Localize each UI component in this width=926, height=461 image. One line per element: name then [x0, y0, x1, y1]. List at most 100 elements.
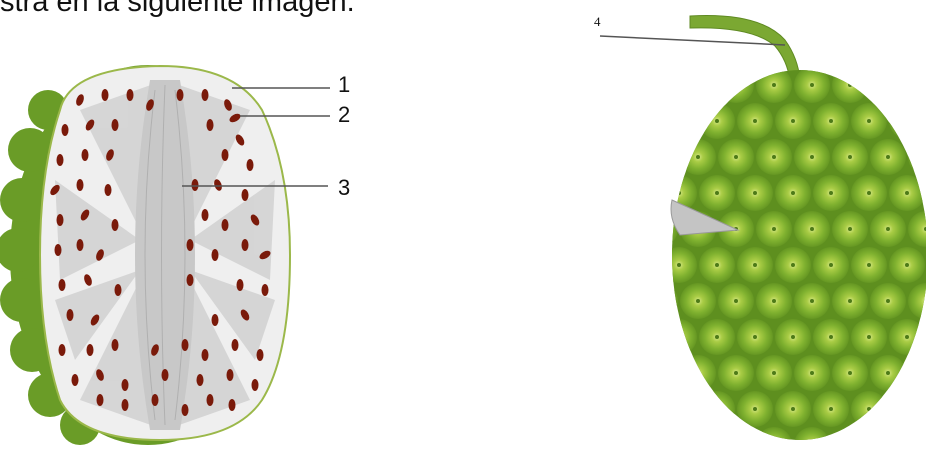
fruit-bump	[699, 391, 735, 427]
fruit-bump-center	[677, 407, 681, 411]
fruit-bump	[642, 355, 678, 391]
fruit-bump-center	[734, 299, 738, 303]
fruit-bump	[661, 103, 697, 139]
fruit-bump-center	[715, 407, 719, 411]
fruit-bump-center	[905, 407, 909, 411]
fruit-bump	[718, 67, 754, 103]
fruit-bump-center	[658, 443, 662, 447]
fruit-bump-center	[791, 407, 795, 411]
fruit-bump-center	[677, 263, 681, 267]
fruit-bump-center	[658, 227, 662, 231]
fruit-bump-center	[772, 443, 776, 447]
fruit-bump	[908, 67, 926, 103]
fruit-bump-center	[791, 119, 795, 123]
fruit-bump-center	[886, 443, 890, 447]
fruit-bump-center	[905, 191, 909, 195]
fruit-bump-center	[848, 299, 852, 303]
fruit-bump	[889, 391, 925, 427]
fruit-bump-center	[734, 155, 738, 159]
fruit-bump-center	[848, 443, 852, 447]
fruit-bump-center	[810, 299, 814, 303]
fruit-bump-center	[829, 407, 833, 411]
fruit-bump-center	[867, 191, 871, 195]
fruit-bump-center	[791, 191, 795, 195]
fruit-bump	[908, 355, 926, 391]
fruit-bump-center	[867, 335, 871, 339]
fruit-bump-center	[753, 407, 757, 411]
fruit-bump	[908, 427, 926, 461]
fruit-bump-center	[772, 371, 776, 375]
fruit-bump-center	[848, 83, 852, 87]
fruit-bump	[642, 67, 678, 103]
fruit-bump-center	[905, 335, 909, 339]
fruit-bump-center	[753, 191, 757, 195]
fruit-bump-center	[772, 83, 776, 87]
fruit-bump-center	[791, 335, 795, 339]
fruit-bump-center	[772, 227, 776, 231]
fruit-bump-center	[867, 407, 871, 411]
fruit-bump-center	[734, 443, 738, 447]
fruit-bump-center	[753, 263, 757, 267]
fruit-bump-center	[810, 443, 814, 447]
fruit-bump-center	[867, 119, 871, 123]
fruit-bump-center	[829, 119, 833, 123]
fruit-bump-center	[734, 83, 738, 87]
fruit-bump-center	[658, 83, 662, 87]
fruit-bump-center	[696, 83, 700, 87]
label-1: 1	[338, 72, 350, 98]
label-2: 2	[338, 102, 350, 128]
fruit-bump	[642, 427, 678, 461]
callout-line-4	[600, 36, 785, 45]
fruit-bump-center	[848, 371, 852, 375]
fruit-bump-center	[696, 443, 700, 447]
fruit-bump-center	[677, 191, 681, 195]
fruit-bump	[661, 391, 697, 427]
fruit-cross-section	[0, 65, 330, 445]
fruit-bump	[718, 427, 754, 461]
fruit-bump-center	[810, 227, 814, 231]
fruit-bump-center	[658, 371, 662, 375]
fruit-bump	[661, 319, 697, 355]
fruit-bump-center	[715, 191, 719, 195]
fruit-bump-center	[848, 227, 852, 231]
fruit-bump-center	[715, 263, 719, 267]
fruit-bump-center	[753, 335, 757, 339]
fruit-bump-center	[848, 155, 852, 159]
fruit-bump	[642, 283, 678, 319]
fruit-bump-center	[886, 227, 890, 231]
fruit-bump-center	[905, 263, 909, 267]
fruit-bump-center	[677, 335, 681, 339]
fruit-bump	[642, 139, 678, 175]
fruit-bump	[680, 67, 716, 103]
fruit-bump	[889, 103, 925, 139]
fruit-bump-center	[886, 83, 890, 87]
label-3: 3	[338, 175, 350, 201]
fruit-bump-center	[772, 299, 776, 303]
fruit-bump-center	[658, 299, 662, 303]
fruit-bump	[870, 427, 906, 461]
fruit-exterior	[600, 16, 926, 461]
fruit-bump-center	[715, 335, 719, 339]
fruit-bump-center	[886, 371, 890, 375]
label-4: 4	[594, 14, 601, 30]
fruit-bump-center	[753, 119, 757, 123]
fruit-bump-center	[886, 299, 890, 303]
fruit-bump	[832, 427, 868, 461]
fruit-bump-center	[829, 191, 833, 195]
fruit-bump-center	[696, 155, 700, 159]
fruit-bump	[870, 67, 906, 103]
fruit-bump-center	[810, 155, 814, 159]
fruit-bump-center	[886, 155, 890, 159]
fruit-bump	[680, 355, 716, 391]
fruit-bump-center	[791, 263, 795, 267]
fruit-bump-center	[829, 263, 833, 267]
fruit-bumps	[642, 67, 926, 461]
stem	[690, 16, 800, 81]
fruit-bump-center	[696, 299, 700, 303]
fruit-bump-center	[867, 263, 871, 267]
fruit-bump-center	[696, 371, 700, 375]
fruit-bump	[680, 427, 716, 461]
fruit-bump-center	[810, 371, 814, 375]
fruit-bump-center	[734, 371, 738, 375]
